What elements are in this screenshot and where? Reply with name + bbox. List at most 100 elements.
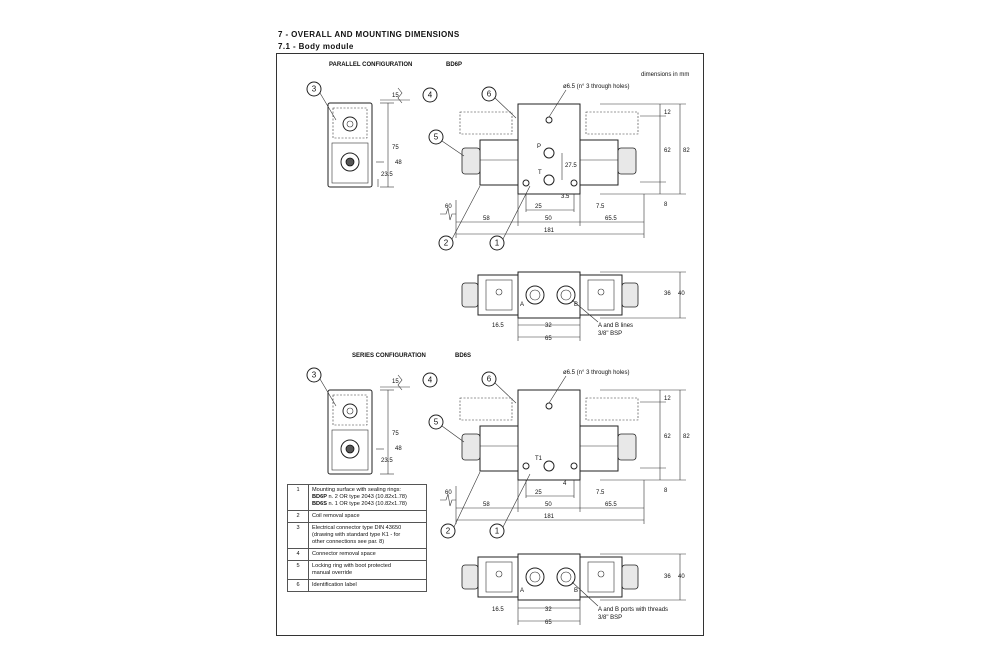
dim-b36: 36 — [664, 291, 671, 297]
legend-num: 2 — [287, 510, 309, 523]
dim-27-5: 27.5 — [565, 163, 577, 169]
parallel-lines-note-1: A and B lines — [598, 323, 633, 329]
legend-num: 6 — [287, 579, 309, 592]
callout-6-s: 6 — [487, 375, 492, 384]
legend-text: Identification label — [308, 579, 427, 592]
legend-row: 6 Identification label — [287, 579, 427, 592]
callout-5-s: 5 — [434, 418, 439, 427]
series-front-view: T1 ø6.5 (n° 3 through holes) 12 62 82 8 … — [440, 370, 690, 524]
callout-4-s: 4 — [428, 376, 433, 385]
callout-6: 6 — [487, 90, 492, 99]
series-holes-label: ø6.5 (n° 3 through holes) — [563, 370, 629, 376]
callouts: 3 4 6 5 2 1 3 4 6 5 2 1 — [306, 81, 531, 539]
dim-b32-s: 32 — [545, 607, 552, 613]
dim-r82-s: 82 — [683, 434, 690, 440]
legend-row: 3 Electrical connector type DIN 43650 (d… — [287, 522, 427, 549]
series-bottom-view: A B 36 40 16.5 32 65 A and B ports with … — [461, 553, 686, 626]
dim-3-5: 3.5 — [561, 194, 570, 200]
dim-50: 50 — [545, 216, 552, 222]
dim-25-s: 25 — [535, 490, 542, 496]
legend-text: Locking ring with boot protected manual … — [308, 560, 427, 580]
dim-r8: 8 — [664, 202, 668, 208]
callout-3-s: 3 — [312, 371, 317, 380]
dim-b40-s: 40 — [678, 574, 685, 580]
dim-side-15-s: 15 — [392, 379, 399, 385]
port-t-label: T — [538, 170, 542, 176]
series-ports-note-2: 3/8" BSP — [598, 615, 622, 621]
callout-1-s: 1 — [495, 527, 500, 536]
dim-side-48-s: 48 — [395, 446, 402, 452]
dim-r8-s: 8 — [664, 488, 668, 494]
legend-num: 5 — [287, 560, 309, 580]
port-b-label-p: B — [574, 302, 578, 308]
dim-r62: 62 — [664, 148, 671, 154]
callout-4: 4 — [428, 91, 433, 100]
dim-b40: 40 — [678, 291, 685, 297]
section-heading: 7 - OVERALL AND MOUNTING DIMENSIONS — [278, 30, 460, 39]
parallel-front-view: P T ø6.5 (n° 3 through holes) 12 62 82 8… — [440, 84, 690, 238]
callout-3: 3 — [312, 85, 317, 94]
series-code: BD6S — [455, 353, 471, 359]
drawing-frame — [276, 53, 704, 636]
dim-r12-s: 12 — [664, 396, 671, 402]
dim-4-s: 4 — [563, 481, 567, 487]
dim-r82: 82 — [683, 148, 690, 154]
dim-side-75-s: 75 — [392, 431, 399, 437]
dim-b16-5: 16.5 — [492, 323, 504, 329]
dim-b36-s: 36 — [664, 574, 671, 580]
dim-50-s: 50 — [545, 502, 552, 508]
parallel-bottom-view: A B 36 40 16.5 32 65 A and B lines 3/8" … — [461, 271, 686, 342]
dim-side-75: 75 — [392, 145, 399, 151]
legend-text: Mounting surface with sealing rings: BD6… — [308, 484, 427, 511]
subsection-heading: 7.1 - Body module — [278, 42, 354, 51]
series-configuration: SERIES CONFIGURATION BD6S 15 75 48 23.5 — [327, 353, 690, 626]
dim-58: 58 — [483, 216, 490, 222]
port-t1-label: T1 — [535, 456, 543, 462]
series-title: SERIES CONFIGURATION — [352, 353, 426, 359]
legend-table: 1 Mounting surface with sealing rings: B… — [287, 484, 427, 592]
dim-b65: 65 — [545, 336, 552, 342]
series-ports-note-1: A and B ports with threads — [598, 607, 668, 613]
legend-num: 3 — [287, 522, 309, 549]
dim-25: 25 — [535, 204, 542, 210]
legend-num: 4 — [287, 548, 309, 561]
series-side-view: 15 75 48 23.5 — [327, 374, 410, 475]
parallel-lines-note-2: 3/8" BSP — [598, 331, 622, 337]
units-note: dimensions in mm — [641, 72, 689, 78]
dim-left-60: 60 — [445, 204, 452, 210]
port-a-label-p: A — [520, 302, 524, 308]
callout-1: 1 — [495, 239, 500, 248]
legend-row: 5 Locking ring with boot protected manua… — [287, 560, 427, 580]
dim-side-23-5: 23.5 — [381, 172, 393, 178]
dim-side-23-5-s: 23.5 — [381, 458, 393, 464]
dim-65-5-s: 65.5 — [605, 502, 617, 508]
port-a-label-s: A — [520, 588, 524, 594]
dim-7-5-s: 7.5 — [596, 490, 605, 496]
parallel-side-view: 15 75 48 23.5 — [327, 87, 410, 188]
dim-65-5: 65.5 — [605, 216, 617, 222]
legend-text: Coil removal space — [308, 510, 427, 523]
dim-b32: 32 — [545, 323, 552, 329]
legend-row: 2 Coil removal space — [287, 510, 427, 523]
port-b-label-s: B — [574, 588, 578, 594]
parallel-title: PARALLEL CONFIGURATION — [329, 62, 412, 68]
legend-text: Connector removal space — [308, 548, 427, 561]
dim-b65-s: 65 — [545, 620, 552, 626]
parallel-configuration: PARALLEL CONFIGURATION BD6P dimensions i… — [327, 62, 690, 342]
dim-b16-5-s: 16.5 — [492, 607, 504, 613]
parallel-code: BD6P — [446, 62, 462, 68]
dim-7-5: 7.5 — [596, 204, 605, 210]
dim-r12: 12 — [664, 110, 671, 116]
legend-num: 1 — [287, 484, 309, 511]
legend-text: Electrical connector type DIN 43650 (dra… — [308, 522, 427, 549]
callout-2-s: 2 — [446, 527, 451, 536]
callout-2: 2 — [444, 239, 449, 248]
dim-181-s: 181 — [544, 514, 555, 520]
callout-5: 5 — [434, 133, 439, 142]
dim-side-48: 48 — [395, 160, 402, 166]
legend-row: 1 Mounting surface with sealing rings: B… — [287, 484, 427, 511]
legend-row: 4 Connector removal space — [287, 548, 427, 561]
dim-left-60-s: 60 — [445, 490, 452, 496]
dim-58-s: 58 — [483, 502, 490, 508]
